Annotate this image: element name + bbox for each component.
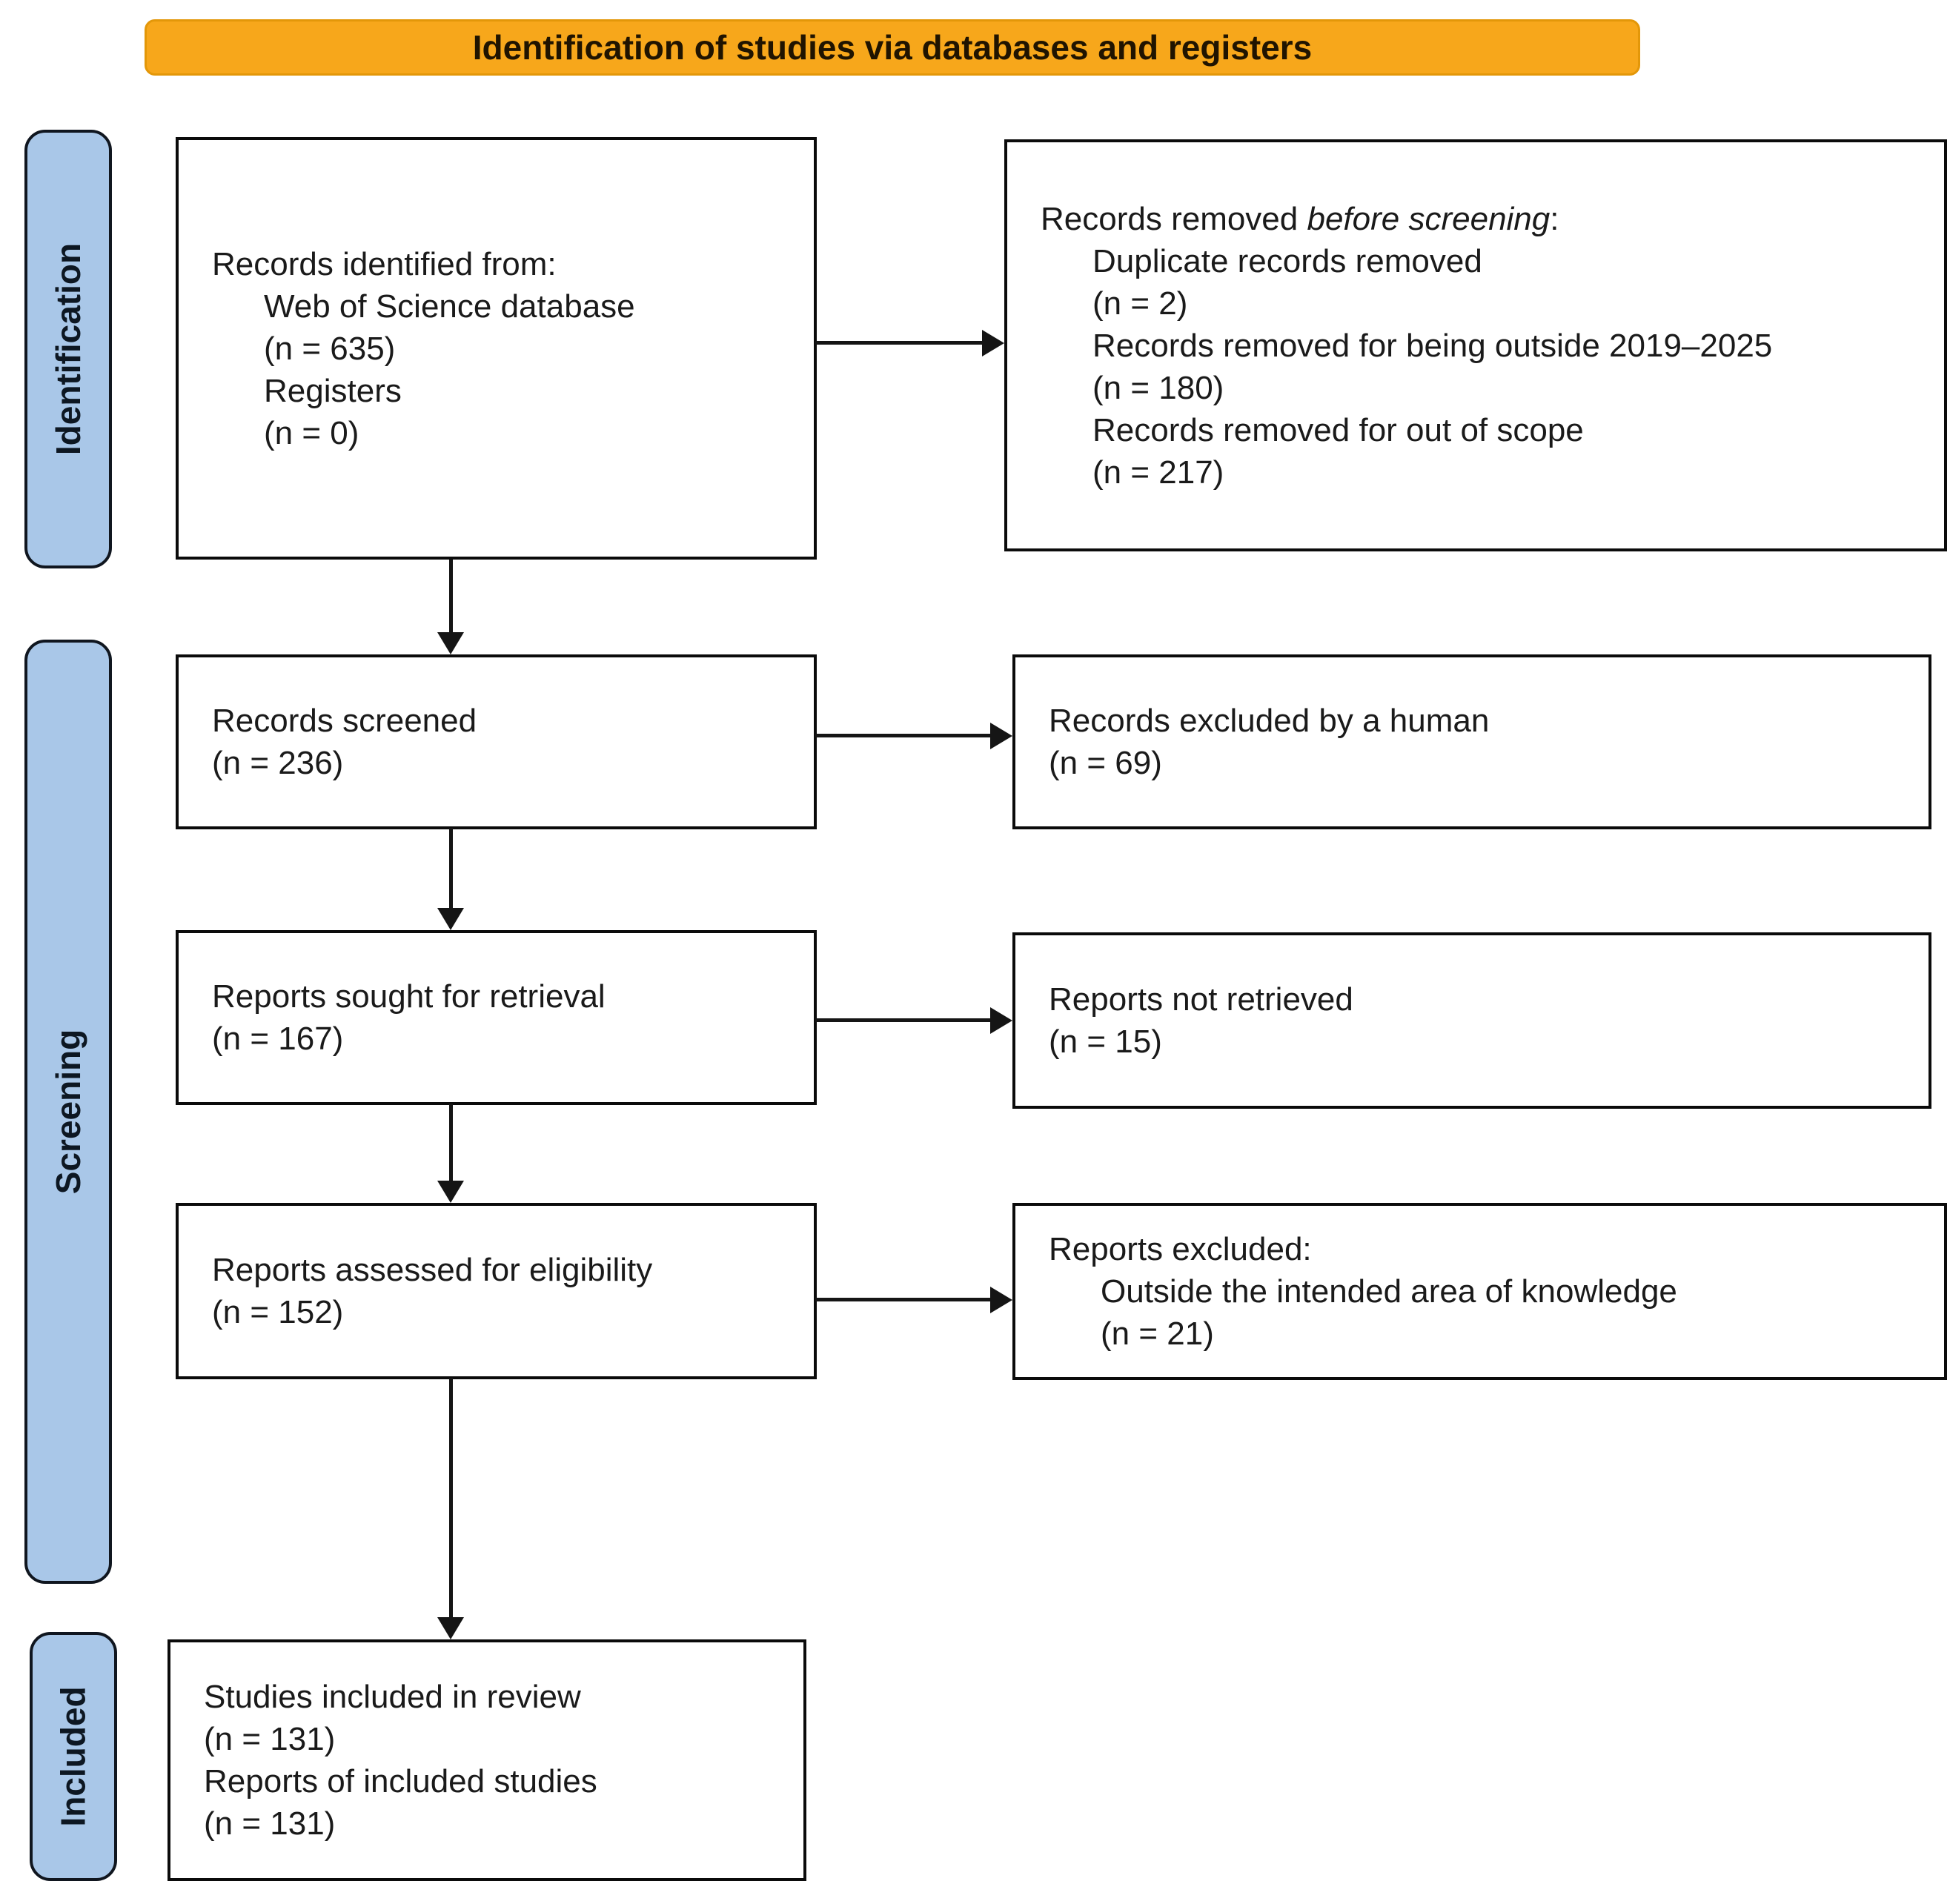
box-text-line: (n = 21) [1101, 1316, 1214, 1352]
box-studies-included: Studies included in review (n = 131) Rep… [168, 1639, 806, 1881]
phase-label-included: Included [30, 1632, 117, 1881]
box-text-line: Records identified from: [212, 245, 557, 282]
box-text-line: (n = 131) [204, 1805, 336, 1842]
box-text-line: Records removed for being outside 2019–2… [1092, 327, 1773, 364]
box-text-line: Records removed for out of scope [1092, 411, 1584, 448]
box-text-line: (n = 0) [264, 414, 359, 451]
box-reports-sought: Reports sought for retrieval (n = 167) [176, 930, 817, 1105]
box-text-line: Duplicate records removed [1092, 242, 1482, 279]
phase-label-screening: Screening [24, 640, 112, 1584]
box-text-line: Reports assessed for eligibility [212, 1252, 653, 1288]
box-text-line: Reports excluded: [1049, 1231, 1312, 1267]
box-text-segment: : [1550, 200, 1559, 237]
phase-label-identification-text: Identification [49, 242, 88, 456]
phase-label-included-text: Included [54, 1686, 93, 1827]
box-text-line: (n = 635) [264, 330, 396, 367]
arrowhead [437, 908, 464, 930]
arrow-shaft [815, 341, 984, 345]
box-text-line: (n = 217) [1092, 454, 1224, 491]
box-text-segment: Records removed [1041, 200, 1307, 237]
diagram-title: Identification of studies via databases … [472, 28, 1313, 67]
box-text-italic-segment: before screening [1307, 200, 1551, 237]
box-text-line: (n = 236) [212, 745, 344, 781]
box-text-line: Records removed before screening: [1041, 198, 1926, 240]
box-text-line: Records screened [212, 703, 477, 739]
arrowhead [990, 723, 1012, 749]
box-text-line: (n = 2) [1092, 285, 1188, 322]
box-text-line: Records excluded by a human [1049, 703, 1490, 739]
box-records-identified: Records identified from: Web of Science … [176, 137, 817, 560]
box-text-line: (n = 152) [212, 1294, 344, 1330]
box-text-line: Registers [264, 372, 402, 409]
box-text-line: (n = 131) [204, 1721, 336, 1757]
phase-label-screening-text: Screening [49, 1029, 88, 1195]
box-records-screened: Records screened (n = 236) [176, 654, 817, 829]
arrowhead [990, 1007, 1012, 1034]
box-records-removed-before-screening: Records removed before screening: Duplic… [1004, 139, 1947, 551]
box-text-line: Reports sought for retrieval [212, 978, 606, 1015]
box-reports-assessed: Reports assessed for eligibility (n = 15… [176, 1203, 817, 1379]
box-reports-excluded: Reports excluded: Outside the intended a… [1012, 1203, 1947, 1380]
arrowhead [990, 1287, 1012, 1313]
arrowhead [437, 632, 464, 654]
arrow-shaft [449, 1104, 453, 1182]
box-text-line: (n = 180) [1092, 369, 1224, 406]
arrow-shaft [449, 828, 453, 909]
box-text-line: Outside the intended area of knowledge [1101, 1273, 1677, 1310]
box-text-line: Reports of included studies [204, 1763, 597, 1799]
box-reports-not-retrieved: Reports not retrieved (n = 15) [1012, 932, 1931, 1109]
arrowhead [437, 1617, 464, 1639]
arrowhead [982, 330, 1004, 356]
arrow-shaft [815, 1018, 992, 1022]
box-text-line: (n = 167) [212, 1021, 344, 1057]
box-text-line: (n = 69) [1049, 745, 1162, 781]
box-text-line: Reports not retrieved [1049, 981, 1353, 1018]
arrow-shaft [449, 560, 453, 634]
arrow-shaft [449, 1378, 453, 1619]
box-text-line: Web of Science database [264, 288, 635, 325]
box-text-line: (n = 15) [1049, 1024, 1162, 1060]
arrow-shaft [815, 1298, 992, 1301]
phase-label-identification: Identification [24, 130, 112, 568]
arrow-shaft [815, 734, 992, 737]
diagram-title-banner: Identification of studies via databases … [145, 19, 1640, 76]
arrowhead [437, 1181, 464, 1203]
box-text-line: Studies included in review [204, 1679, 581, 1715]
box-records-excluded: Records excluded by a human (n = 69) [1012, 654, 1931, 829]
